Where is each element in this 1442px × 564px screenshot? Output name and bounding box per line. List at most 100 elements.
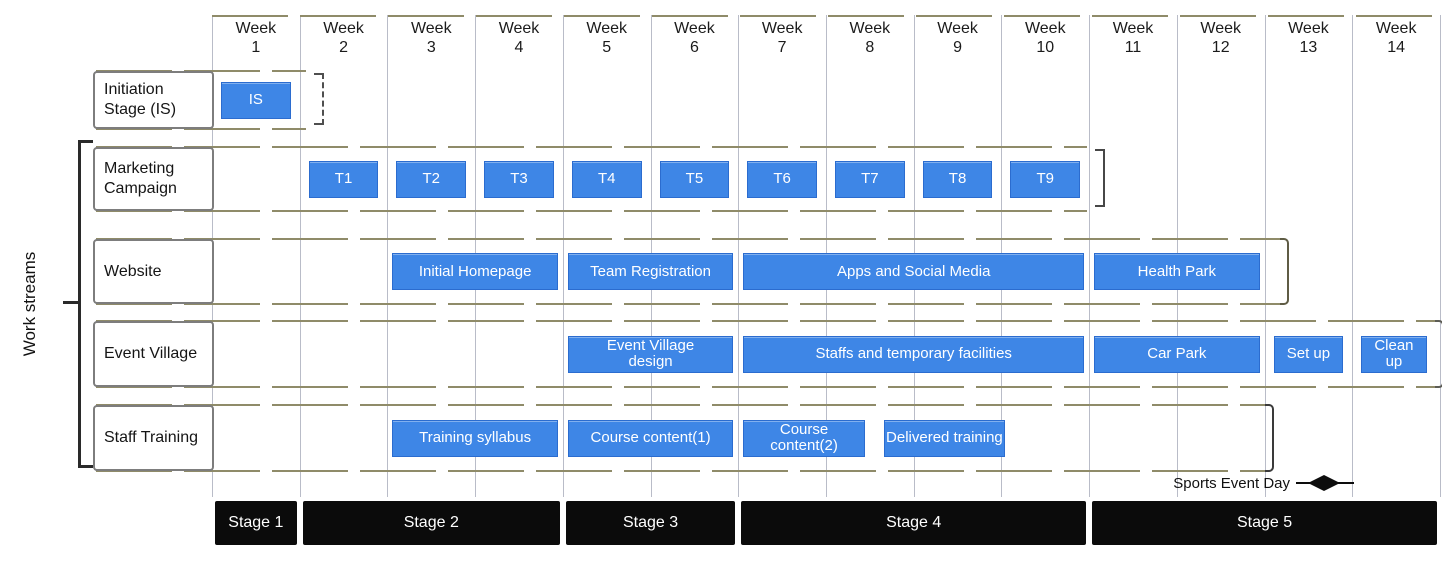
week-header-12: Week 12 (1177, 19, 1265, 57)
row-band-bottom-staff-training (96, 470, 1268, 472)
task-bar-clean-up: Clean up (1361, 335, 1427, 373)
row-band-top-website (96, 238, 1283, 240)
task-bar-course-content-2: Course content(2) (743, 419, 865, 457)
milestone-diamond-icon (1308, 475, 1340, 491)
task-bar-label: Staffs and temporary facilities (815, 345, 1012, 362)
stage-bar-stage-1: Stage 1 (215, 501, 297, 545)
week-header-7: Week 7 (738, 19, 826, 57)
task-bar-label: T7 (861, 170, 879, 187)
week-number: 4 (514, 39, 524, 56)
row-band-bottom-event-village (96, 386, 1438, 388)
gridline-week-1 (299, 15, 301, 497)
week-number: 5 (602, 39, 612, 56)
week-word: Week (761, 20, 803, 37)
task-bar-label: T1 (334, 170, 353, 187)
stage-bar-label: Stage 5 (1236, 514, 1293, 531)
week-number: 12 (1211, 39, 1230, 56)
task-bar-label: Team Registration (590, 262, 711, 280)
task-bar-initial-homepage: Initial Homepage (392, 253, 558, 290)
task-bar-staffs-and-temporary-facilities: Staffs and temporary facilities (743, 335, 1085, 373)
row-label-marketing-campaign: Marketing Campaign (93, 147, 214, 211)
stage-bar-stage-4: Stage 4 (741, 501, 1087, 545)
week-header-9: Week 9 (914, 19, 1002, 57)
task-bar-label: Set up (1286, 345, 1331, 362)
week-number: 14 (1387, 39, 1406, 56)
task-bar-set-up: Set up (1273, 335, 1344, 373)
row-band-top-event-village (96, 320, 1438, 322)
row-band-top-staff-training (96, 404, 1268, 406)
gridline-week-4 (562, 15, 564, 497)
work-streams-bracket-bottom (78, 465, 93, 468)
week-word: Week (323, 20, 364, 37)
task-bar-training-syllabus: Training syllabus (392, 419, 558, 457)
milestone-label: Sports Event Day (1173, 475, 1290, 492)
week-number: 11 (1124, 39, 1142, 56)
task-bar-label: Clean up (1374, 337, 1414, 370)
task-bar-is: IS (221, 81, 291, 119)
week-header-4: Week 4 (475, 19, 563, 57)
task-bar-label: Car Park (1147, 345, 1207, 362)
row-label-text: Staff Training (104, 429, 198, 446)
task-bar-t8: T8 (922, 160, 993, 198)
week-word: Week (1200, 20, 1241, 37)
row-end-cap-initiation-stage-is (313, 73, 324, 125)
task-bar-label: Training syllabus (419, 429, 532, 446)
week-number: 9 (953, 39, 962, 56)
gridline-week-13 (1352, 15, 1354, 497)
task-bar-label: T8 (948, 170, 967, 187)
week-number: 6 (689, 39, 699, 56)
week-word: Week (498, 20, 540, 37)
task-bar-event-village-design: Event Village design (567, 335, 734, 373)
week-word: Week (1024, 20, 1066, 37)
week-word: Week (410, 20, 452, 37)
task-bar-t2: T2 (396, 160, 467, 198)
row-end-cap-event-village (1435, 320, 1442, 388)
week-word: Week (849, 20, 891, 37)
week-number: 3 (426, 39, 436, 56)
week-header-8: Week 8 (826, 19, 914, 57)
row-end-cap-marketing-campaign (1094, 149, 1105, 207)
week-header-1: Week 1 (212, 19, 300, 57)
stage-bar-label: Stage 4 (886, 514, 942, 531)
week-number: 8 (865, 39, 875, 56)
work-streams-bracket-top (78, 140, 93, 143)
week-header-3: Week 3 (387, 19, 475, 57)
task-bar-label: T3 (510, 170, 528, 187)
week-word: Week (586, 20, 627, 37)
task-bar-label: Apps and Social Media (836, 262, 991, 280)
gridline-week-12 (1264, 15, 1266, 497)
gridline-week-6 (738, 15, 740, 497)
row-label-text: Initiation Stage (IS) (104, 81, 177, 118)
task-bar-t9: T9 (1010, 160, 1081, 198)
week-header-13: Week 13 (1265, 19, 1353, 57)
task-bar-label: T6 (773, 170, 791, 187)
week-word: Week (937, 20, 978, 37)
row-label-text: Marketing Campaign (104, 160, 177, 197)
task-bar-t3: T3 (484, 160, 554, 198)
task-bar-label: T5 (685, 170, 704, 187)
week-number: 7 (777, 39, 787, 56)
week-number: 10 (1036, 39, 1055, 56)
task-bar-team-registration: Team Registration (567, 253, 734, 290)
stage-bar-label: Stage 2 (403, 514, 459, 531)
stage-bar-stage-5: Stage 5 (1092, 501, 1437, 545)
week-word: Week (235, 20, 277, 37)
work-streams-bracket-tick (63, 301, 78, 304)
week-number: 13 (1299, 39, 1318, 56)
row-label-text: Event Village (104, 345, 198, 362)
week-word: Week (1288, 20, 1329, 37)
week-number: 1 (251, 39, 261, 56)
task-bar-health-park: Health Park (1094, 253, 1260, 290)
task-bar-t7: T7 (835, 160, 905, 198)
row-label-text: Website (104, 262, 162, 280)
task-bar-t6: T6 (747, 160, 817, 198)
stage-bar-stage-3: Stage 3 (565, 501, 736, 545)
stage-bar-label: Stage 3 (622, 514, 679, 531)
gridline-week-14 (1440, 15, 1441, 497)
week-number: 2 (339, 39, 348, 56)
task-bar-label: Event Village design (606, 337, 695, 370)
